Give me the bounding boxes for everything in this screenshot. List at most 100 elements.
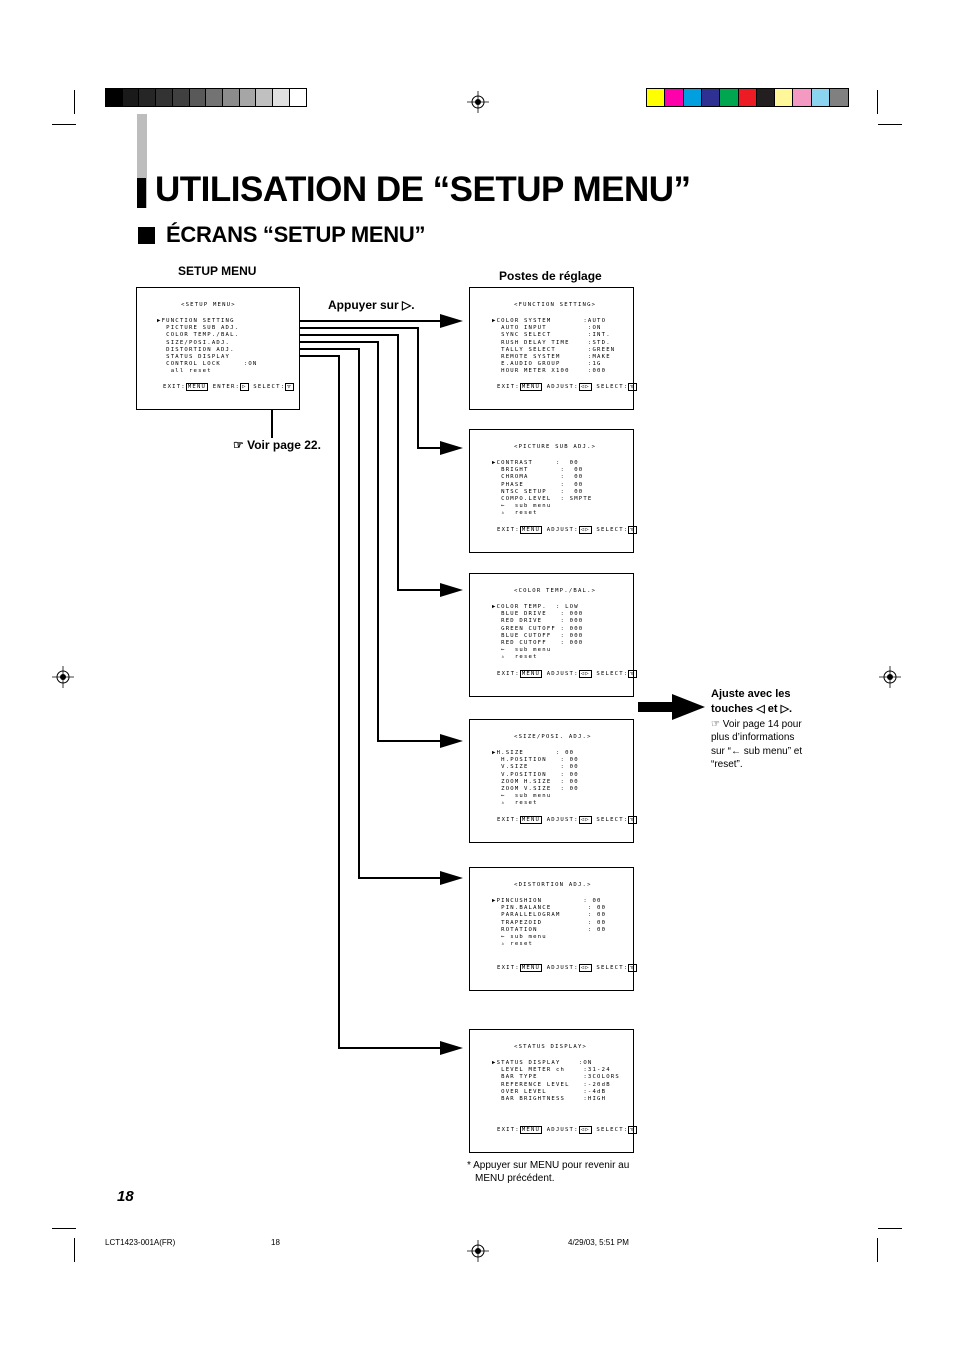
- screen-title: <COLOR TEMP./BAL.>: [514, 588, 597, 594]
- menu-row: V.SIZE : 00: [492, 764, 579, 771]
- menu-row: BRIGHT : 00: [492, 467, 584, 474]
- calibration-swatch: [645, 88, 667, 107]
- menu-row: HOUR METER X100 :000: [492, 368, 607, 375]
- menu-row: ▶FUNCTION SETTING: [157, 318, 235, 324]
- screen-rows: ▶H.SIZE : 00 H.POSITION : 00 V.SIZE : 00…: [492, 750, 579, 808]
- calibration-swatch: [255, 88, 274, 107]
- crop-mark: [877, 90, 878, 114]
- ajuste-note-4: “reset”.: [711, 759, 743, 770]
- menu-row: ZOOM V.SIZE : 00: [492, 786, 579, 793]
- menu-row: ▶H.SIZE : 00: [492, 750, 575, 756]
- menu-row: ▵ reset: [492, 941, 534, 948]
- function-setting-screen: <FUNCTION SETTING> ▶COLOR SYSTEM :AUTO A…: [469, 287, 637, 410]
- calibration-swatch: [810, 88, 832, 107]
- screen-footer: EXIT:MENU ADJUST:◁▷ SELECT:▽: [497, 964, 637, 972]
- screen-rows: ▶COLOR TEMP. : LOW BLUE DRIVE : 000 RED …: [492, 604, 583, 662]
- calibration-swatch: [792, 88, 813, 107]
- screen-footer: EXIT:MENU ADJUST:◁▷ SELECT:▽: [497, 670, 637, 678]
- registration-target-icon: [467, 91, 489, 113]
- menu-row: H.POSITION : 00: [492, 757, 579, 764]
- menu-row: ▵ reset: [492, 654, 538, 661]
- screen-footer: EXIT:MENU ADJUST:◁▷ SELECT:▽: [497, 383, 637, 391]
- menu-row: ▶CONTRAST : 00: [492, 460, 579, 466]
- crop-mark: [52, 124, 76, 125]
- sheet-number: 18: [271, 1238, 280, 1247]
- crop-mark: [74, 90, 75, 114]
- screen-title: <STATUS DISPLAY>: [514, 1044, 588, 1050]
- menu-row: E.AUDIO GROUP :1G: [492, 361, 602, 368]
- menu-row: ▶PINCUSHION : 00: [492, 898, 602, 904]
- menu-row: NTSC SETUP : 00: [492, 488, 584, 495]
- footnote-line-1: * Appuyer sur MENU pour revenir au: [467, 1160, 630, 1171]
- document-code: LCT1423-001A(FR): [105, 1238, 176, 1247]
- menu-row: V.POSITION : 00: [492, 771, 579, 778]
- title-marker: [137, 178, 146, 208]
- menu-row: PICTURE SUB ADJ.: [157, 325, 240, 332]
- page-title: UTILISATION DE “SETUP MENU”: [155, 170, 691, 209]
- status-display-screen: <STATUS DISPLAY> ▶STATUS DISPLAY :ON LEV…: [469, 1029, 637, 1153]
- calibration-swatch: [272, 88, 291, 107]
- screen-footer: EXIT:MENU ADJUST:◁▷ SELECT:▽: [497, 816, 637, 824]
- calibration-swatch: [221, 88, 241, 107]
- screen-footer: EXIT:MENU ADJUST:◁▷ SELECT:▽: [497, 1126, 637, 1134]
- crop-mark: [74, 1238, 75, 1262]
- calibration-swatch: [828, 88, 850, 107]
- registration-target-icon: [879, 666, 901, 688]
- menu-row: BAR TYPE :3COLORS: [492, 1074, 620, 1081]
- title-gray-bar: [137, 114, 147, 208]
- menu-row: COLOR TEMP./BAL.: [157, 332, 240, 339]
- calibration-swatch: [138, 88, 158, 107]
- ajuste-heading-1: Ajuste avec les: [711, 688, 791, 700]
- menu-row: ▵ reset: [492, 800, 538, 807]
- calibration-swatch: [755, 88, 777, 107]
- menu-row: GREEN CUTOFF : 000: [492, 625, 584, 632]
- menu-row: COMPO.LEVEL : SMPTE: [492, 496, 593, 503]
- menu-row: RUSH DELAY TIME :STD.: [492, 339, 611, 346]
- calibration-swatch: [682, 88, 703, 107]
- menu-row: ▶COLOR TEMP. : LOW: [492, 604, 579, 610]
- menu-row: ← sub menu: [492, 934, 547, 941]
- setup-menu-label: SETUP MENU: [178, 264, 257, 278]
- screen-title: <PICTURE SUB ADJ.>: [514, 444, 597, 450]
- screen-rows: ▶PINCUSHION : 00 PIN.BALANCE : 00 PARALL…: [492, 898, 606, 948]
- menu-row: ▶COLOR SYSTEM :AUTO: [492, 318, 607, 324]
- menu-row: BLUE DRIVE : 000: [492, 611, 584, 618]
- menu-row: ZOOM H.SIZE : 00: [492, 778, 579, 785]
- ajuste-note-3: sur “← sub menu” et: [711, 746, 803, 757]
- calibration-swatch: [105, 88, 124, 107]
- menu-row: REMOTE SYSTEM :MAKE: [492, 354, 611, 361]
- crop-mark: [878, 124, 902, 125]
- menu-row: ← sub menu: [492, 503, 552, 510]
- calibration-swatch: [188, 88, 208, 107]
- screen-title: <SETUP MENU>: [181, 302, 236, 308]
- appuyer-label: Appuyer sur ▷.: [328, 298, 415, 312]
- print-date: 4/29/03, 5:51 PM: [568, 1238, 629, 1247]
- menu-row: ▵ reset: [492, 510, 538, 517]
- screen-title: <SIZE/POSI. ADJ.>: [514, 734, 592, 740]
- menu-row: OVER LEVEL :-4dB: [492, 1088, 607, 1095]
- color-temp-bal-screen: <COLOR TEMP./BAL.> ▶COLOR TEMP. : LOW BL…: [469, 573, 637, 697]
- picture-sub-adj-screen: <PICTURE SUB ADJ.> ▶CONTRAST : 00 BRIGHT…: [469, 429, 637, 553]
- menu-row: ← sub menu: [492, 793, 552, 800]
- menu-row: STATUS DISPLAY: [157, 354, 231, 361]
- calibration-swatch: [171, 88, 191, 107]
- menu-row: LEVEL METER ch :31-24: [492, 1067, 611, 1074]
- screen-rows: ▶COLOR SYSTEM :AUTO AUTO INPUT :ON SYNC …: [492, 318, 615, 376]
- footnote-line-2: MENU précédent.: [475, 1173, 555, 1184]
- crop-mark: [878, 1228, 902, 1229]
- crop-mark: [877, 1238, 878, 1262]
- calibration-swatch: [205, 88, 224, 107]
- setup-menu-screen: <SETUP MENU> ▶FUNCTION SETTING PICTURE S…: [136, 287, 300, 410]
- menu-row: CHROMA : 00: [492, 474, 584, 481]
- calibration-swatch: [238, 88, 258, 107]
- menu-row: TRAPEZOID : 00: [492, 919, 607, 926]
- menu-row: PIN.BALANCE : 00: [492, 905, 607, 912]
- calibration-swatch: [719, 88, 740, 107]
- calibration-swatch: [121, 88, 141, 107]
- page-number: 18: [117, 1188, 134, 1205]
- calibration-swatch: [155, 88, 174, 107]
- ajuste-note-2: plus d’informations: [711, 732, 795, 743]
- crop-mark: [52, 1228, 76, 1229]
- menu-row: ▶STATUS DISPLAY :ON: [492, 1060, 593, 1066]
- subtitle-marker: [138, 227, 155, 244]
